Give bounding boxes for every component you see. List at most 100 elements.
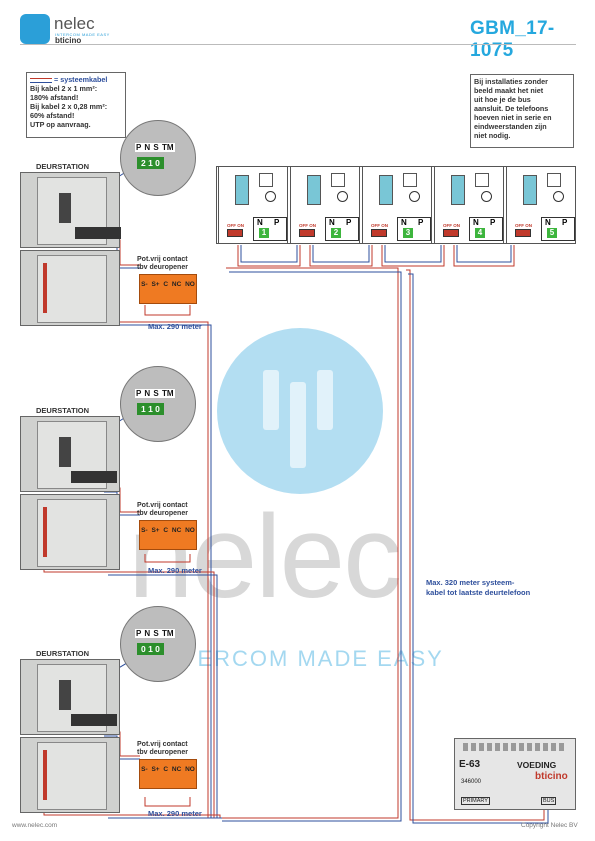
phone-n-label: N	[329, 218, 335, 227]
dip-zoom-labels: P N S TM	[135, 629, 175, 638]
phone-switch-slider	[515, 229, 531, 237]
psu-model: E-63	[459, 759, 481, 770]
dip-zoom-circle: P N S TM 0 1 0	[120, 606, 196, 682]
phone-screw-icon	[409, 191, 420, 202]
module-face	[37, 499, 107, 567]
phone-id: 5	[547, 228, 557, 238]
phone-screw-icon	[553, 191, 564, 202]
phone-screw-icon	[337, 191, 348, 202]
phone-np-box	[325, 217, 359, 241]
power-supply: E-63 VOEDING bticino 346000 PRIMARY BUS	[454, 738, 576, 810]
phone-p-label: P	[562, 218, 568, 227]
relay-terminals: S- S+ C NC NO	[141, 527, 195, 534]
cable-entry	[43, 263, 47, 313]
station-distance: Max. 290 meter	[148, 809, 202, 818]
cable-entry	[43, 750, 47, 800]
phone-connector	[331, 173, 345, 187]
phone-n-label: N	[473, 218, 479, 227]
install-note-line: eindweerstanden zijn	[474, 122, 547, 131]
brand-bticino: bticino	[55, 36, 82, 45]
cable-note-line: 60% afstand!	[30, 111, 75, 120]
door-opener-relay: S- S+ C NC NO	[139, 274, 197, 304]
relay-terminals: S- S+ C NC NO	[141, 281, 195, 288]
dip-zoom-address: 0 1 0	[137, 643, 164, 655]
phone-terminal-block	[307, 175, 321, 205]
phone-switch-slider	[371, 229, 387, 237]
phone-connector	[547, 173, 561, 187]
phone-id: 2	[331, 228, 341, 238]
document-code: GBM_17-1075	[470, 18, 555, 61]
door-opener-relay: S- S+ C NC NO	[139, 759, 197, 789]
door-station-module-top	[20, 659, 120, 735]
module-face	[37, 255, 107, 323]
phone-p-label: P	[490, 218, 496, 227]
install-note-line: niet nodig.	[474, 131, 511, 140]
phone-id: 4	[475, 228, 485, 238]
phone-n-label: N	[257, 218, 263, 227]
cable-entry	[43, 507, 47, 557]
cable-note-line: 180% afstand!	[30, 93, 79, 102]
terminal-strip	[71, 471, 117, 483]
door-station-label: DEURSTATION	[36, 649, 90, 658]
station-distance: Max. 290 meter	[148, 322, 202, 331]
phone-np-box	[253, 217, 287, 241]
phone-p-label: P	[274, 218, 280, 227]
dip-zoom-labels: P N S TM	[135, 389, 175, 398]
psu-bus: BUS	[541, 797, 557, 805]
phone-switch: OFF ON	[227, 223, 244, 228]
phone-switch-slider	[443, 229, 459, 237]
phone-id: 1	[259, 228, 269, 238]
dip-zoom-address: 1 1 0	[137, 403, 164, 415]
phone-n-label: N	[545, 218, 551, 227]
psu-primary: PRIMARY	[461, 797, 490, 805]
phone-np-box	[469, 217, 503, 241]
phone-switch: OFF ON	[515, 223, 532, 228]
phone-switch: OFF ON	[299, 223, 316, 228]
phone-connector	[403, 173, 417, 187]
dip-zoom-circle: P N S TM 2 1 0	[120, 120, 196, 196]
door-station-module-bottom	[20, 737, 120, 813]
phone-np-box	[541, 217, 575, 241]
phone-p-label: P	[418, 218, 424, 227]
dip-zoom-circle: P N S TM 1 1 0	[120, 366, 196, 442]
cable-note: = systeemkabel Bij kabel 2 x 1 mm²: 180%…	[26, 72, 126, 138]
phone-terminal-block	[523, 175, 537, 205]
module-face	[37, 742, 107, 810]
door-station-module-bottom	[20, 494, 120, 570]
relay-terminals: S- S+ C NC NO	[141, 766, 195, 773]
install-note-line: aansluit. De telefoons	[474, 104, 549, 113]
phone-connector	[475, 173, 489, 187]
phone-terminal-block	[451, 175, 465, 205]
cable-legend: = systeemkabel	[30, 75, 122, 84]
install-note-line: hoeven niet in serie en	[474, 113, 552, 122]
brand-name: nelec	[54, 14, 95, 33]
phone-switch: OFF ON	[371, 223, 388, 228]
system-distance: Max. 320 meter systeem-kabel tot laatste…	[426, 578, 531, 597]
dip-switch-block	[59, 193, 71, 223]
phone-id: 3	[403, 228, 413, 238]
phone-terminal-block	[235, 175, 249, 205]
door-station-module-top	[20, 416, 120, 492]
phone-switch: OFF ON	[443, 223, 460, 228]
cable-note-line: Bij kabel 2 x 0,28 mm²:	[30, 102, 108, 111]
header-divider	[20, 44, 576, 45]
door-station-module-top	[20, 172, 121, 248]
phone-p-label: P	[346, 218, 352, 227]
terminal-strip	[71, 714, 117, 726]
door-opener-relay: S- S+ C NC NO	[139, 520, 197, 550]
psu-brand: bticino	[535, 771, 568, 782]
phone-screw-icon	[265, 191, 276, 202]
dip-zoom-address: 2 1 0	[137, 157, 164, 169]
phone-n-label: N	[401, 218, 407, 227]
cable-note-line: Bij kabel 2 x 1 mm²:	[30, 84, 98, 93]
install-note: Bij installaties zonder beeld maakt het …	[470, 74, 574, 148]
phone-terminal-block	[379, 175, 393, 205]
